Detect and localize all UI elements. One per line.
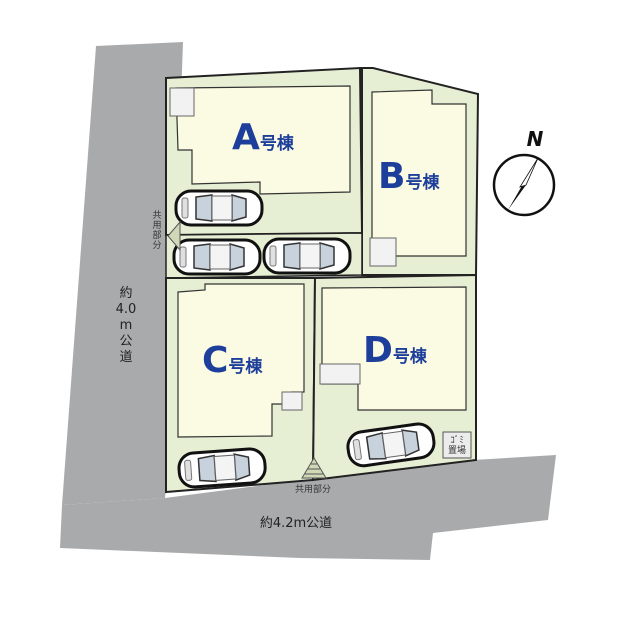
- label-d: D号棟: [363, 330, 428, 371]
- unit-c: [281, 391, 303, 411]
- svg-text:部: 部: [152, 229, 161, 241]
- shared-area-upper: [167, 220, 181, 252]
- svg-text:分: 分: [152, 240, 161, 251]
- shared-area-upper-label: 共 用 部 分: [152, 210, 161, 251]
- stair-a: [169, 87, 195, 117]
- shared-area-lower-label: 共用部分: [295, 483, 331, 495]
- svg-text:約: 約: [119, 286, 132, 301]
- unit-b: [369, 237, 397, 267]
- garbage-box: [442, 431, 472, 459]
- car-c: [176, 446, 268, 490]
- west-road-label: 約 4.0 m 公 道: [116, 286, 137, 365]
- unit-d: [319, 363, 361, 385]
- south-road-label: 約4.2m公道: [260, 516, 332, 531]
- svg-text:4.0: 4.0: [116, 302, 137, 317]
- car-shared-2: [262, 237, 352, 275]
- svg-text:m: m: [120, 318, 133, 333]
- car-shared-1: [172, 238, 262, 276]
- svg-text:公: 公: [119, 334, 132, 349]
- west-road: [62, 42, 183, 505]
- label-a: A号棟: [232, 117, 295, 158]
- label-b: B号棟: [378, 156, 440, 197]
- car-a: [174, 189, 264, 227]
- south-road: [60, 455, 556, 560]
- svg-text:共: 共: [152, 210, 161, 221]
- shared-area-lower: [301, 457, 327, 479]
- garbage-box-line2: 置場: [448, 444, 466, 456]
- compass: N: [492, 127, 556, 217]
- compass-label: N: [527, 127, 544, 151]
- garbage-box-line1: ｺﾞﾐ: [450, 435, 464, 446]
- label-c: C号棟: [202, 340, 263, 381]
- building-a: [175, 85, 351, 195]
- svg-text:道: 道: [119, 350, 132, 365]
- svg-text:用: 用: [152, 220, 161, 231]
